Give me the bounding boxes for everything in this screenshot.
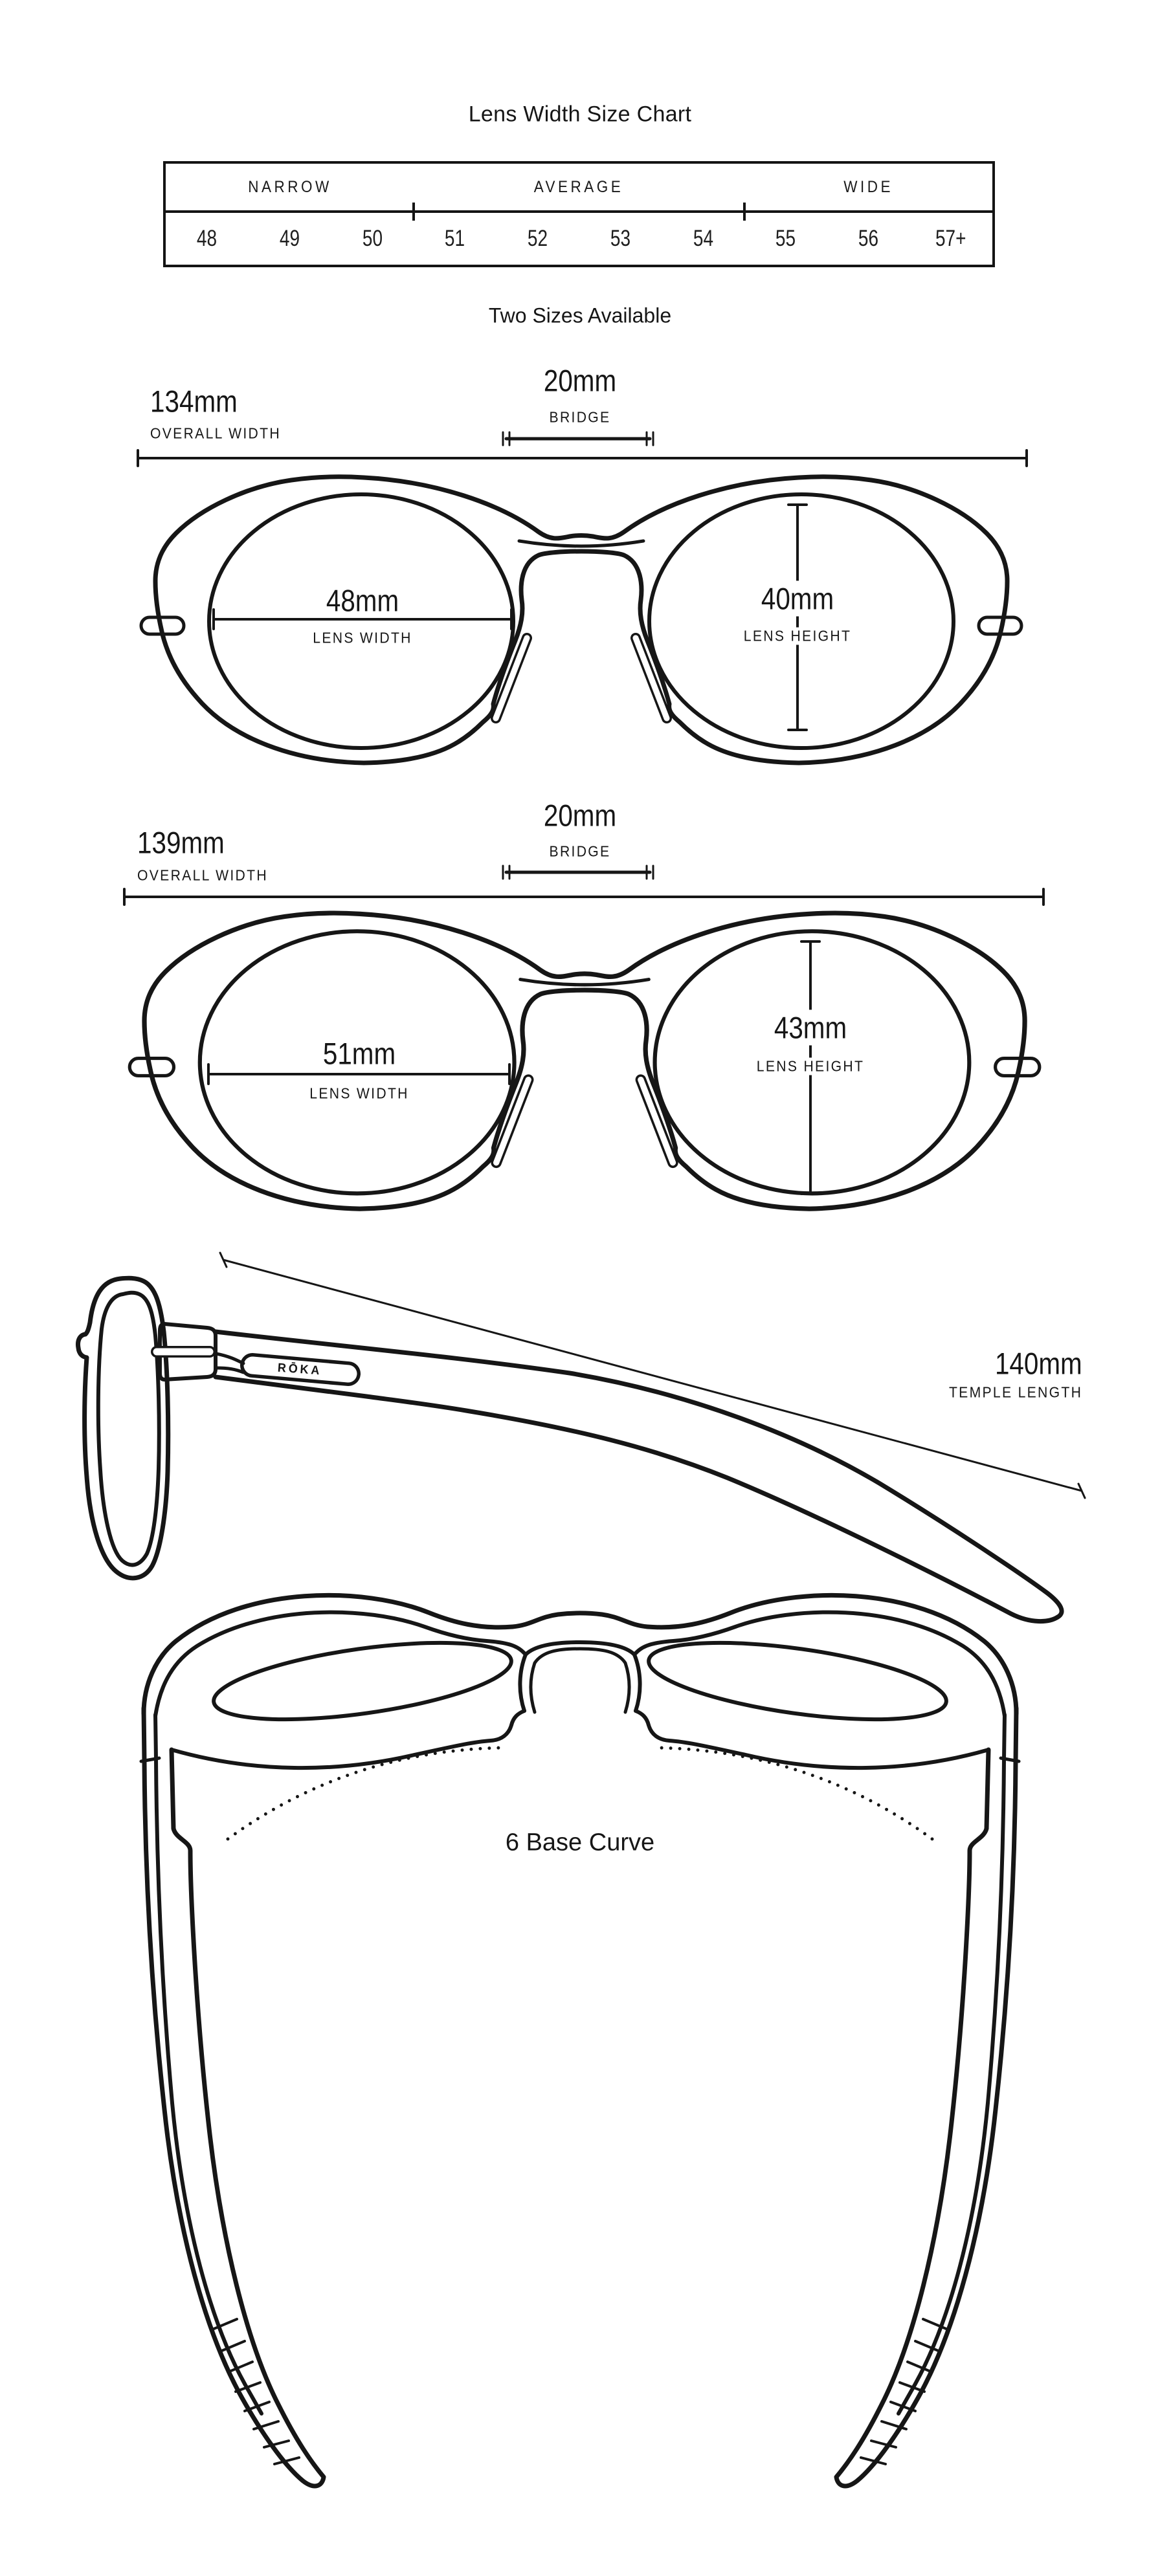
lens-height-value-size-one: 40mm	[754, 580, 841, 617]
side-view-drawing	[76, 1251, 1086, 1624]
category-header-wide: WIDE	[843, 177, 893, 196]
size-cell: 51	[445, 226, 465, 251]
bridge-value-size-two: 20mm	[543, 798, 617, 833]
size-cell: 50	[362, 226, 383, 251]
page-title: Lens Width Size Chart	[468, 102, 692, 127]
size-cell: 49	[279, 226, 300, 251]
brand-logo-text: RŌKA	[277, 1361, 322, 1378]
category-header-average: AVERAGE	[534, 177, 624, 196]
category-header-narrow: NARROW	[247, 177, 332, 196]
size-cell: 55	[775, 226, 796, 251]
overall-width-value-size-one: 134mm	[150, 384, 238, 419]
size-cell: 53	[610, 226, 630, 251]
category-divider-tick	[742, 203, 746, 221]
size-chart-table: NARROW AVERAGE WIDE 48 49 50 51 52 53 54…	[163, 161, 995, 267]
lens-width-label-size-one: LENS WIDTH	[313, 629, 412, 646]
bridge-value-size-one: 20mm	[543, 363, 617, 398]
lens-height-label-size-one: LENS HEIGHT	[736, 627, 859, 645]
base-curve-label: 6 Base Curve	[505, 1829, 655, 1856]
front-view-size-two-drawing	[123, 864, 1043, 1209]
front-view-size-one-drawing	[138, 431, 1028, 763]
temple-length-value: 140mm	[995, 1346, 1082, 1381]
size-cell: 57+	[935, 226, 966, 251]
top-view-drawing	[139, 1592, 1021, 2489]
overall-width-label-size-one: OVERALL WIDTH	[150, 424, 281, 442]
lens-height-value-size-two: 43mm	[767, 1009, 854, 1046]
category-divider-tick	[412, 203, 416, 221]
size-cell: 48	[197, 226, 218, 251]
lens-height-label-size-two: LENS HEIGHT	[749, 1057, 872, 1075]
overall-width-label-size-two: OVERALL WIDTH	[137, 866, 268, 884]
lens-width-value-size-two: 51mm	[322, 1036, 396, 1071]
lens-width-value-size-one: 48mm	[326, 583, 399, 618]
lens-width-label-size-two: LENS WIDTH	[309, 1084, 409, 1102]
size-chart-header-row: NARROW AVERAGE WIDE	[166, 164, 992, 221]
overall-width-value-size-two: 139mm	[137, 825, 225, 860]
temple-length-label: TEMPLE LENGTH	[948, 1383, 1082, 1401]
bridge-label-size-two: BRIDGE	[549, 842, 611, 860]
size-cell: 56	[858, 226, 879, 251]
size-chart-values-row: 48 49 50 51 52 53 54 55 56 57+	[166, 213, 992, 265]
bridge-label-size-one: BRIDGE	[549, 408, 611, 426]
size-cell: 52	[528, 226, 548, 251]
size-cell: 54	[693, 226, 713, 251]
subtitle: Two Sizes Available	[488, 303, 672, 327]
